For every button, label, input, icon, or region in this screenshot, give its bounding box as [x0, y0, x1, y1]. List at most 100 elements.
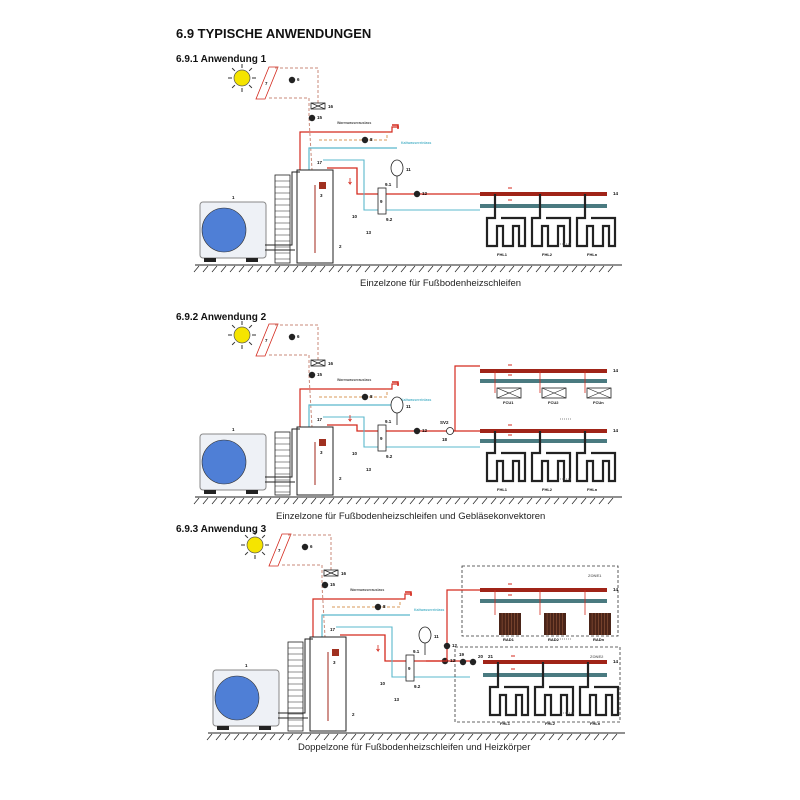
ground-hatch — [296, 733, 303, 741]
ground-hatch — [292, 497, 299, 505]
ground-hatch — [274, 265, 281, 273]
ground-hatch — [328, 497, 335, 505]
return-manifold — [483, 673, 607, 677]
expansion-vessel-icon — [390, 159, 404, 177]
heating-supply-pipe — [327, 424, 480, 432]
unit-foot — [204, 490, 216, 494]
air-vent-label: 14 — [613, 587, 619, 592]
page-title: 6.9 TYPISCHE ANWENDUNGEN — [176, 26, 372, 41]
refrigerant-pipe — [278, 638, 313, 714]
hot-water-outlet-label: Warmwasserauslass — [337, 121, 371, 125]
ground-hatch — [440, 733, 447, 741]
ground-hatch — [413, 733, 420, 741]
ground-hatch — [260, 733, 267, 741]
ground-hatch — [418, 497, 425, 505]
sun-ray — [261, 534, 266, 539]
ground-hatch — [193, 265, 200, 273]
outdoor-unit-label: 1 — [245, 663, 248, 668]
pump-12b — [443, 642, 451, 650]
rad-label: RADn — [593, 637, 605, 642]
pump-15-label: 15 — [317, 115, 323, 120]
ground-hatch — [193, 497, 200, 505]
pump-8-label: 8 — [370, 137, 373, 142]
ground-hatch — [310, 265, 317, 273]
return-manifold — [480, 599, 607, 603]
circulation-pipe — [332, 599, 401, 608]
air-vent-label: 14 — [613, 191, 619, 196]
pump-15-label: 15 — [317, 372, 323, 377]
brick-wall — [274, 431, 291, 496]
ground-hatch — [404, 733, 411, 741]
fcu-label: FCUn — [593, 400, 604, 405]
ground-hatch — [508, 497, 515, 505]
ground-hatch — [283, 265, 290, 273]
faucet-icon — [405, 591, 412, 596]
ground-hatch — [283, 497, 290, 505]
pump-8 — [374, 603, 382, 611]
ground-hatch — [233, 733, 240, 741]
zone1-supply-pipe — [426, 589, 480, 662]
solar-collector-icon — [255, 66, 279, 100]
drain-label: 9.2 — [386, 217, 393, 222]
sun-ray — [244, 534, 249, 539]
fhl-label: FHL1 — [497, 252, 508, 257]
solar-loop-supply — [275, 67, 319, 106]
ground-hatch — [517, 497, 524, 505]
ground-hatch — [445, 497, 452, 505]
air-vent-label: 14 — [613, 428, 619, 433]
sun-disc — [246, 536, 264, 554]
ground-hatch — [427, 497, 434, 505]
ground-hatch — [481, 265, 488, 273]
collector-label: 7 — [278, 548, 281, 553]
solar-collector-icon — [255, 323, 279, 357]
floor-heating-loop — [578, 662, 620, 717]
floor-heating-loop — [485, 431, 527, 483]
tank-label: 2 — [352, 712, 355, 717]
ground-hatch — [355, 497, 362, 505]
pump-6 — [288, 333, 296, 341]
air-vent-label: 14 — [613, 659, 619, 664]
ground-hatch — [206, 733, 213, 741]
faucet-icon — [392, 381, 399, 386]
ground-hatch — [382, 497, 389, 505]
buffer-label: 9 — [408, 666, 411, 671]
ground-hatch — [499, 497, 506, 505]
pump-15 — [321, 581, 329, 589]
ground-hatch — [427, 265, 434, 273]
three-way-valve-sv2-icon — [446, 427, 454, 435]
ground-hatch — [323, 733, 330, 741]
pump-8-label: 8 — [370, 394, 373, 399]
refrigerant-pipe — [265, 171, 300, 246]
sun-disc — [233, 326, 251, 344]
ground-hatch — [512, 733, 519, 741]
tank-display — [332, 649, 339, 656]
rad-label: RAD2 — [548, 637, 560, 642]
ground-hatch — [386, 733, 393, 741]
ground-hatch — [553, 497, 560, 505]
ground-hatch — [589, 497, 596, 505]
pump-12b-label: 12 — [452, 643, 458, 648]
zone1-label: ZONE1 — [588, 573, 602, 578]
heating-return-pipe — [323, 416, 480, 448]
pump-15 — [308, 371, 316, 379]
ground-hatch — [431, 733, 438, 741]
section-heading-3: 6.9.3 Anwendung 3 — [176, 524, 267, 535]
collector-label: 7 — [265, 81, 268, 86]
sun-icon — [228, 64, 256, 92]
ground-hatch — [224, 733, 231, 741]
caption-1: Einzelzone für Fußbodenheizschleifen — [360, 278, 522, 289]
ground-hatch — [305, 733, 312, 741]
caption-2: Einzelzone für Fußbodenheizschleifen und… — [276, 511, 546, 522]
ground-hatch — [458, 733, 465, 741]
ground-hatch — [418, 265, 425, 273]
expansion-vessel-icon — [390, 396, 404, 414]
ground-hatch — [490, 265, 497, 273]
flow-arrows — [508, 583, 512, 596]
buffer-tank-9 — [405, 654, 415, 682]
hot-water-outlet-pipe — [299, 126, 399, 170]
sun-icon — [241, 531, 269, 559]
solar-loop-supply — [288, 534, 332, 573]
outdoor-unit-label: 1 — [232, 427, 235, 432]
ground-hatch — [436, 265, 443, 273]
